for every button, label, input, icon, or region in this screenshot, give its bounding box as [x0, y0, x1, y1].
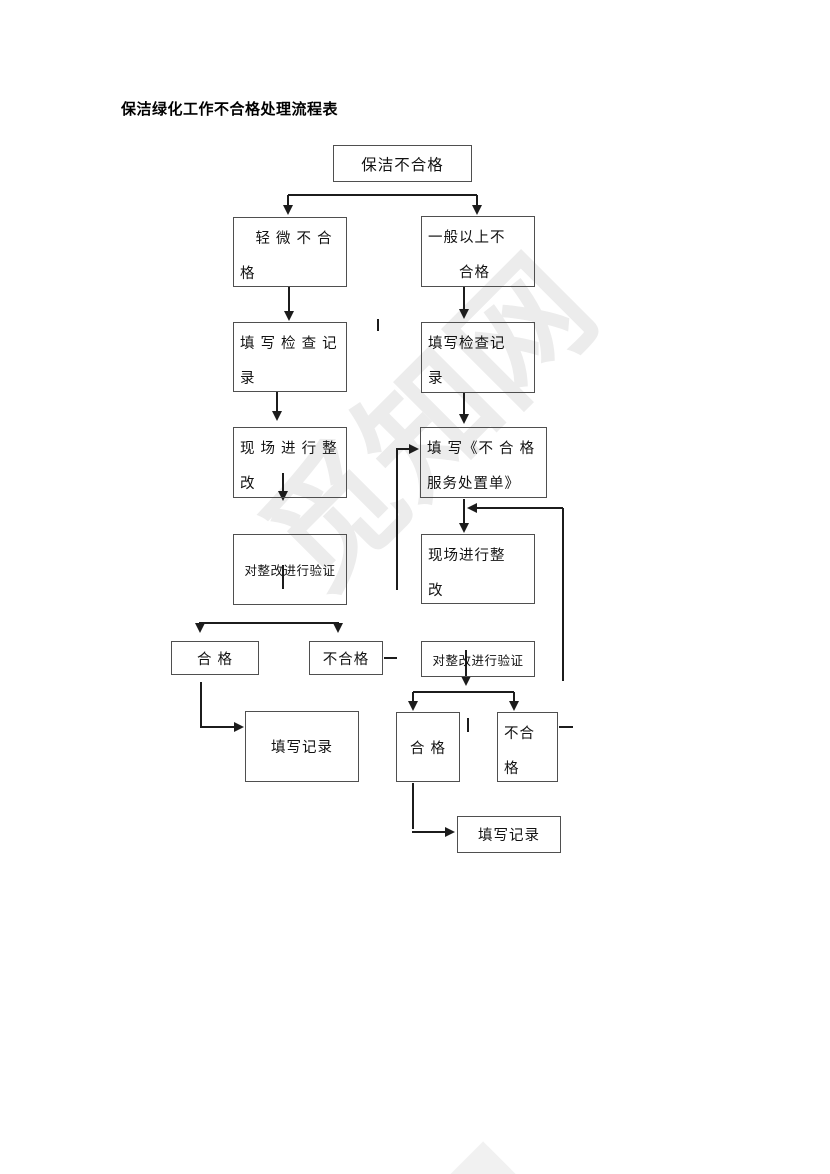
node-cleaning-nonconform: 保洁不合格	[333, 145, 472, 182]
connector-split-to-pass-right	[412, 692, 414, 701]
node-fill-inspection-record-left: 填 写 检 查 记 录	[233, 322, 347, 392]
node-fail-left: 不合格	[309, 641, 383, 675]
tick-mark-lower	[467, 718, 469, 732]
tick-mark-upper	[377, 319, 379, 331]
connector-verify-right-down	[465, 650, 467, 676]
arrowhead-to-minor	[283, 205, 293, 215]
arrowhead-to-record-left	[234, 722, 244, 732]
connector-pass-right-across	[412, 831, 445, 833]
connector-pass-left-across	[200, 726, 234, 728]
node-onsite-rectify-left: 现 场 进 行 整 改	[233, 427, 347, 498]
node-pass-right: 合 格	[396, 712, 460, 782]
arrowhead-to-record-right	[445, 827, 455, 837]
arrowhead-to-pass-left	[195, 623, 205, 633]
connector-start-split	[288, 194, 477, 196]
node-fill-inspection-record-right: 填写检查记 录	[421, 322, 535, 393]
connector-verify-left-split	[199, 622, 339, 624]
arrowhead-to-fail-right	[509, 701, 519, 711]
watermark-bottom: 网	[261, 1102, 714, 1174]
node-fill-disposal-form: 填 写《不 合 格 服务处置单》	[420, 427, 547, 498]
arrowhead-to-onsite-left	[272, 411, 282, 421]
connector-fail-left-into-fillform	[396, 448, 409, 450]
arrowhead-to-onsite-right	[459, 523, 469, 533]
connector-start-to-minor	[287, 195, 289, 205]
arrowhead-to-fillcheck-right	[459, 309, 469, 319]
connector-fail-left-up	[396, 449, 398, 590]
node-fill-record-left: 填写记录	[245, 711, 359, 782]
arrowhead-to-fillcheck-left	[284, 311, 294, 321]
connector-fillform-to-onsite-right	[463, 499, 465, 523]
node-general-nonconform: 一般以上不 合格	[421, 216, 535, 287]
node-pass-left: 合 格	[171, 641, 259, 675]
arrowhead-onsite-left-down	[278, 491, 288, 501]
node-onsite-rectify-right: 现场进行整 改	[421, 534, 535, 604]
node-verify-rectify-right: 对整改进行验证	[421, 641, 535, 677]
arrowhead-to-fail-left	[333, 623, 343, 633]
node-fail-right: 不合 格	[497, 712, 558, 782]
connector-verify-right-split	[413, 691, 514, 693]
connector-fillcheck-to-onsite-left	[276, 392, 278, 411]
connector-start-to-general	[476, 195, 478, 205]
arrowhead-to-fillform-top	[459, 414, 469, 424]
connector-pass-left-down	[200, 682, 202, 727]
connector-fail-right-out	[559, 726, 573, 728]
node-verify-rectify-left: 对整改进行验证	[233, 534, 347, 605]
connector-general-to-fillcheck	[463, 287, 465, 309]
connector-feedback-vertical	[562, 508, 564, 681]
node-minor-nonconform: 轻 微 不 合 格	[233, 217, 347, 287]
node-fill-record-right: 填写记录	[457, 816, 561, 853]
connector-pass-right-down	[412, 783, 414, 829]
arrowhead-into-fillform	[409, 444, 419, 454]
connector-verify-left-stub	[282, 565, 284, 589]
connector-feedback-across	[477, 507, 563, 509]
arrowhead-verify-right-down	[461, 676, 471, 686]
arrowhead-feedback-left	[467, 503, 477, 513]
connector-onsite-left-down	[282, 473, 284, 491]
connector-minor-to-fillcheck	[288, 287, 290, 311]
connector-split-to-fail-right	[513, 692, 515, 701]
connector-fail-left-out	[384, 657, 397, 659]
page-title: 保洁绿化工作不合格处理流程表	[121, 101, 339, 118]
arrowhead-to-pass-right	[408, 701, 418, 711]
arrowhead-to-general	[472, 205, 482, 215]
connector-fillcheck-to-fillform	[463, 393, 465, 414]
